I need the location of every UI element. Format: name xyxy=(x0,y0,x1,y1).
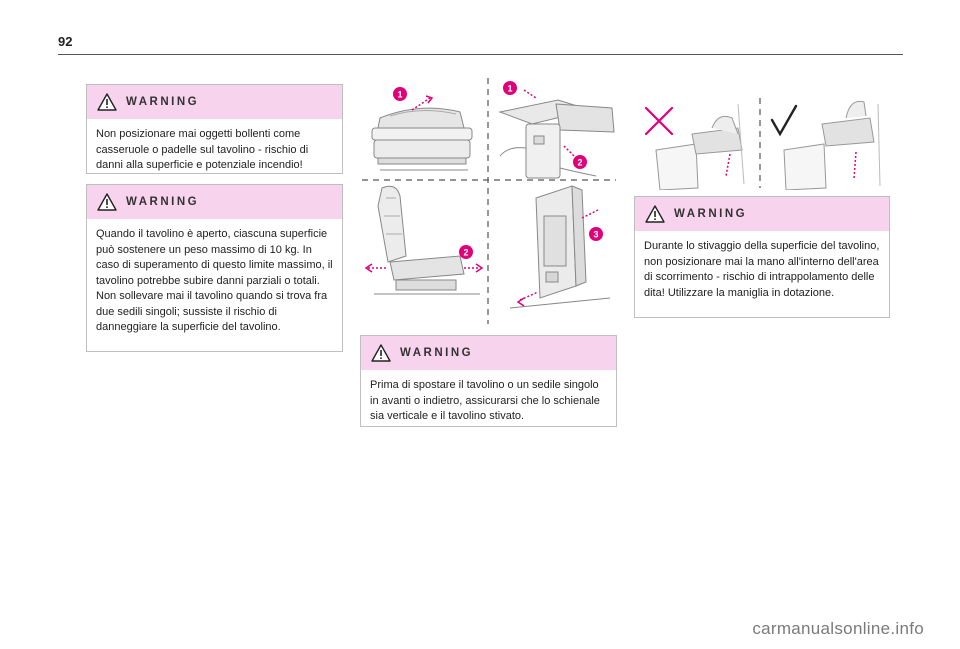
step-3-label: 3 xyxy=(593,230,598,240)
warning-body: Non posizionare mai oggetti bollenti com… xyxy=(87,119,342,182)
step-1-badge xyxy=(393,87,407,101)
warning-triangle-icon xyxy=(97,93,117,111)
seat-drawing xyxy=(374,185,480,295)
warning-title: WARNING xyxy=(126,196,200,208)
step-1-badge xyxy=(503,81,517,95)
warning-title: WARNING xyxy=(674,208,748,220)
step-2-badge xyxy=(459,245,473,259)
cross-icon xyxy=(644,106,674,136)
warning-paragraph: Durante lo stivaggio della superficie de… xyxy=(644,240,880,299)
warning-box-hot-objects: WARNING Non posizionare mai oggetti boll… xyxy=(86,84,343,174)
warning-triangle-icon xyxy=(645,205,665,223)
step-1-label: 1 xyxy=(507,84,512,94)
warning-body: Durante lo stivaggio della superficie de… xyxy=(635,231,889,309)
unfolded-table-drawing xyxy=(498,99,615,179)
warning-header: WARNING xyxy=(87,185,342,219)
step-2-label: 2 xyxy=(577,158,582,168)
warning-title: WARNING xyxy=(400,347,474,359)
folded-table-drawing xyxy=(371,107,473,171)
warning-paragraph: Prima di spostare il tavolino o un sedil… xyxy=(370,379,600,422)
warning-title: WARNING xyxy=(126,96,200,108)
header-rule xyxy=(58,54,903,55)
warning-paragraph: Non posizionare mai oggetti bollenti com… xyxy=(96,128,309,171)
check-icon xyxy=(770,104,798,137)
warning-body: Prima di spostare il tavolino o un sedil… xyxy=(361,370,616,433)
warning-triangle-icon xyxy=(371,344,391,362)
correct-hand-drawing xyxy=(783,100,881,190)
warning-box-max-weight: WARNING Quando il tavolino è aperto, cia… xyxy=(86,184,343,352)
stowed-table-drawing xyxy=(509,185,611,309)
warning-header: WARNING xyxy=(635,197,889,231)
stowing-hand-illustration xyxy=(644,98,881,190)
warning-box-seat-move: WARNING Prima di spostare il tavolino o … xyxy=(360,335,617,427)
warning-header: WARNING xyxy=(361,336,616,370)
warning-paragraph: Non sollevare mai il tavolino quando si … xyxy=(96,290,328,333)
step-1-label: 1 xyxy=(397,90,402,100)
warning-box-stowing: WARNING Durante lo stivaggio della super… xyxy=(634,196,890,318)
page-number: 92 xyxy=(58,34,73,49)
warning-body: Quando il tavolino è aperto, ciascuna su… xyxy=(87,219,342,344)
step-3-badge xyxy=(589,227,603,241)
warning-header: WARNING xyxy=(87,85,342,119)
warning-triangle-icon xyxy=(97,193,117,211)
step-2-label: 2 xyxy=(463,248,468,258)
step-2-badge xyxy=(573,155,587,169)
wrong-hand-drawing xyxy=(655,103,745,190)
warning-paragraph: Quando il tavolino è aperto, ciascuna su… xyxy=(96,228,333,287)
footer-watermark: carmanualsonline.info xyxy=(752,619,924,638)
table-seat-illustration: 1 1 2 2 3 xyxy=(362,78,616,324)
